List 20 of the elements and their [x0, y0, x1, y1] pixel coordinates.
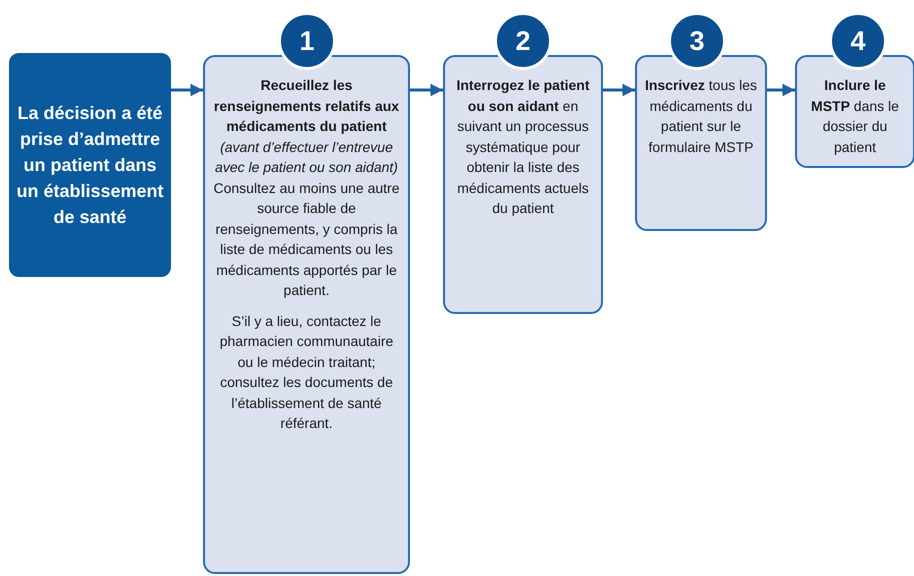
arrow: [767, 84, 795, 96]
arrow: [171, 84, 203, 96]
process-box: [203, 55, 410, 574]
process-box: [635, 55, 767, 231]
step-heading: Recueillez les renseignements relatifs aux médicaments du patient: [212, 76, 400, 136]
step-number-circle: 1: [278, 12, 336, 70]
step-text: Interrogez le patient ou son aidant en suivant un processus systématique pour obtenir la liste des médicaments actuels du patient: [455, 76, 591, 218]
step-number-circle: 2: [494, 12, 552, 70]
step-text: Inclure le MSTP dans le dossier du patient: [810, 76, 900, 157]
step-text: (avant d’effectuer l’entrevue avec le patient ou son aidant): [214, 138, 399, 177]
start-box: La décision a été prise d’admettre un patient dans un établissement de santé: [9, 53, 171, 277]
step-text: Inscrivez tous les médicaments du patient sur le formulaire MSTP: [644, 76, 758, 156]
arrow: [603, 84, 635, 96]
arrow: [410, 84, 443, 96]
step-text: Consultez au moins une autre source fiable de renseignements, y compris la liste de médicaments ou les médicaments apportés par le patient.: [212, 178, 400, 300]
process-box: [795, 55, 914, 168]
process-box: [443, 55, 603, 314]
step-text: S’il y a lieu, contactez le pharmacien communautaire ou le médecin traitant; consultez les documents de l’établissement de santé référant.: [218, 312, 394, 433]
step-number-circle: 4: [829, 12, 887, 70]
step-number-circle: 3: [668, 12, 726, 70]
